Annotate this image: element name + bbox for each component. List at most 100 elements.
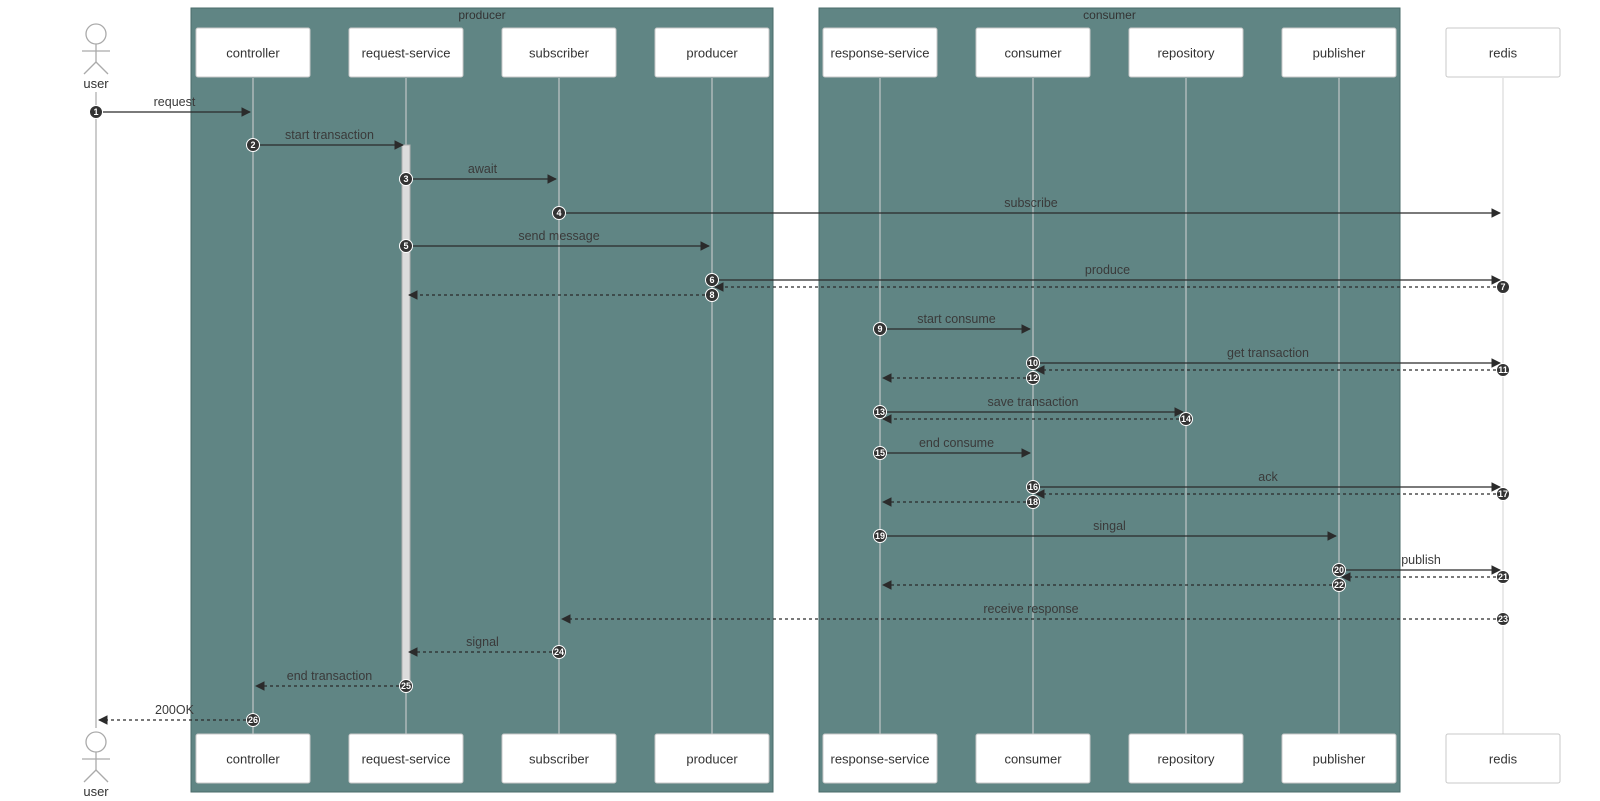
message-label-2: start transaction <box>285 128 374 142</box>
message-14: 14 <box>882 412 1193 426</box>
actor-box-response-service-top <box>822 27 938 78</box>
actor-box-producer-top <box>654 27 770 78</box>
request-service-activation <box>401 144 411 687</box>
message-18: 18 <box>882 495 1040 509</box>
sequence-number-2: 2 <box>250 140 255 150</box>
message-label-20: publish <box>1401 553 1441 567</box>
message-2: start transaction 2 <box>246 128 404 152</box>
actor-box-request-service-top <box>348 27 464 78</box>
sequence-number-9: 9 <box>877 324 882 334</box>
sequence-number-badge <box>246 713 260 727</box>
sequence-number-26: 26 <box>248 715 258 725</box>
user-icon <box>82 731 110 783</box>
message-label-13: save transaction <box>987 395 1078 409</box>
message-10: get transaction 10 <box>1026 346 1501 370</box>
message-label-10: get transaction <box>1227 346 1309 360</box>
sequence-number-1: 1 <box>93 107 98 117</box>
sequence-number-14: 14 <box>1181 414 1191 424</box>
actor-box-response-service-bottom <box>822 733 938 784</box>
sequence-number-15: 15 <box>875 448 885 458</box>
sequence-number-badge <box>1332 578 1346 592</box>
actor-label-repository-bottom: repository <box>1157 752 1215 767</box>
sequence-number-badge <box>552 645 566 659</box>
actor-label-consumer-bottom: consumer <box>1004 752 1062 767</box>
actor-label-publisher-bottom: publisher <box>1313 752 1366 767</box>
actor-label-request-service-top: request-service <box>362 46 451 61</box>
message-label-23: receive response <box>983 602 1078 616</box>
sequence-number-18: 18 <box>1028 497 1038 507</box>
sequence-number-badge <box>873 322 887 336</box>
actor-label-redis-bottom: redis <box>1489 752 1518 767</box>
sequence-number-12: 12 <box>1028 373 1038 383</box>
actor-box-subscriber-bottom <box>501 733 617 784</box>
actor-label-user-top: user <box>83 76 109 91</box>
sequence-number-24: 24 <box>554 647 564 657</box>
actor-label-consumer-top: consumer <box>1004 46 1062 61</box>
message-label-3: await <box>468 162 498 176</box>
message-21: 21 <box>1341 570 1510 584</box>
sequence-number-badge <box>873 529 887 543</box>
message-8: 8 <box>408 288 719 302</box>
actor-box-redis-top <box>1445 27 1561 78</box>
message-label-4: subscribe <box>1004 196 1058 210</box>
sequence-number-badge <box>399 679 413 693</box>
sequence-number-badge <box>1179 412 1193 426</box>
message-20: publish 20 <box>1332 553 1501 577</box>
sequence-number-4: 4 <box>556 208 561 218</box>
message-label-1: request <box>154 95 196 109</box>
sequence-number-badge <box>1496 570 1510 584</box>
message-17: 17 <box>1035 487 1510 501</box>
sequence-number-badge <box>1496 363 1510 377</box>
actor-box-repository-bottom <box>1128 733 1244 784</box>
sequence-number-5: 5 <box>403 241 408 251</box>
actor-label-producer-top: producer <box>686 46 738 61</box>
message-label-6: produce <box>1085 263 1130 277</box>
sequence-number-23: 23 <box>1498 614 1508 624</box>
sequence-number-badge <box>552 206 566 220</box>
actor-box-producer-bottom <box>654 733 770 784</box>
message-label-19: singal <box>1093 519 1126 533</box>
sequence-number-badge <box>246 138 260 152</box>
producer-box-label: producer <box>458 8 505 22</box>
message-23: receive response 23 <box>561 602 1510 626</box>
sequence-number-6: 6 <box>709 275 714 285</box>
actor-box-controller-top <box>195 27 311 78</box>
sequence-number-22: 22 <box>1334 580 1344 590</box>
message-15: end consume 15 <box>873 436 1031 460</box>
actor-label-user-bottom: user <box>83 784 109 799</box>
actor-box-request-service-bottom <box>348 733 464 784</box>
consumer-box <box>818 7 1401 793</box>
sequence-number-25: 25 <box>401 681 411 691</box>
producer-box <box>190 7 774 793</box>
consumer-box-label: consumer <box>1083 8 1136 22</box>
actor-box-repository-top <box>1128 27 1244 78</box>
sequence-number-10: 10 <box>1028 358 1038 368</box>
actor-label-response-service-top: response-service <box>831 46 930 61</box>
sequence-number-8: 8 <box>709 290 714 300</box>
sequence-number-badge <box>1496 612 1510 626</box>
actor-label-response-service-bottom: response-service <box>831 752 930 767</box>
actor-label-subscriber-bottom: subscriber <box>529 752 590 767</box>
message-7: 7 <box>714 280 1510 294</box>
sequence-number-17: 17 <box>1498 489 1508 499</box>
message-11: 11 <box>1035 363 1510 377</box>
actor-label-producer-bottom: producer <box>686 752 738 767</box>
sequence-number-21: 21 <box>1498 572 1508 582</box>
sequence-number-20: 20 <box>1334 565 1344 575</box>
actor-label-subscriber-top: subscriber <box>529 46 590 61</box>
actor-box-redis-bottom <box>1445 733 1561 784</box>
actor-label-controller-top: controller <box>226 46 280 61</box>
actor-label-request-service-bottom: request-service <box>362 752 451 767</box>
message-label-15: end consume <box>919 436 994 450</box>
sequence-number-badge <box>399 172 413 186</box>
sequence-number-badge <box>399 239 413 253</box>
sequence-number-16: 16 <box>1028 482 1038 492</box>
actor-label-redis-top: redis <box>1489 46 1518 61</box>
message-22: 22 <box>882 578 1346 592</box>
